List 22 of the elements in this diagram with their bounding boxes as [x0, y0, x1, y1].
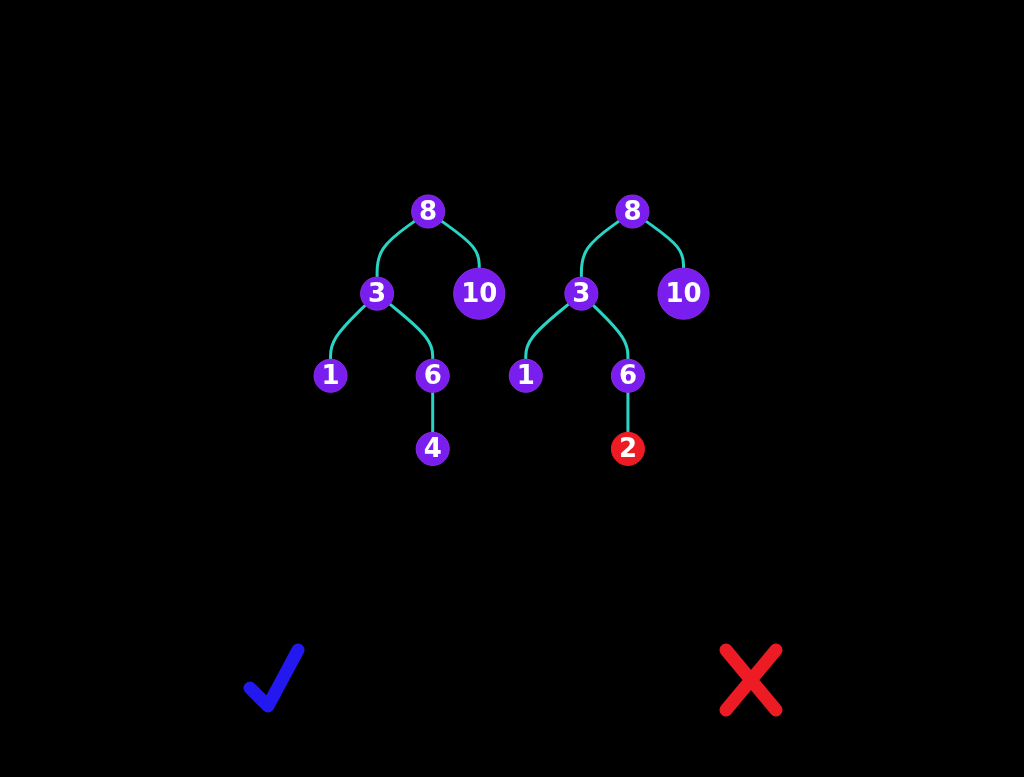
node-circle: 10: [657, 267, 711, 320]
node-circle: 1: [509, 358, 544, 393]
connector: [376, 219, 417, 277]
node-circle: 1: [313, 358, 349, 393]
node-circle: 3: [360, 276, 395, 311]
node-circle: 8: [615, 194, 650, 229]
connector: [431, 392, 435, 433]
node-circle: 8: [411, 194, 446, 229]
node-circle: 3: [564, 276, 599, 311]
connector: [580, 219, 621, 277]
node-circle: 10: [453, 267, 506, 320]
connector: [524, 302, 570, 360]
connector: [592, 303, 630, 360]
connector: [389, 302, 435, 360]
node-circle: 6: [611, 358, 646, 393]
node-circle: 4: [416, 431, 451, 466]
node-circle: 2: [611, 431, 646, 466]
connector: [441, 219, 482, 268]
connector: [626, 392, 630, 433]
node-circle: 6: [416, 358, 451, 393]
connector: [645, 219, 686, 268]
connector: [329, 303, 367, 360]
